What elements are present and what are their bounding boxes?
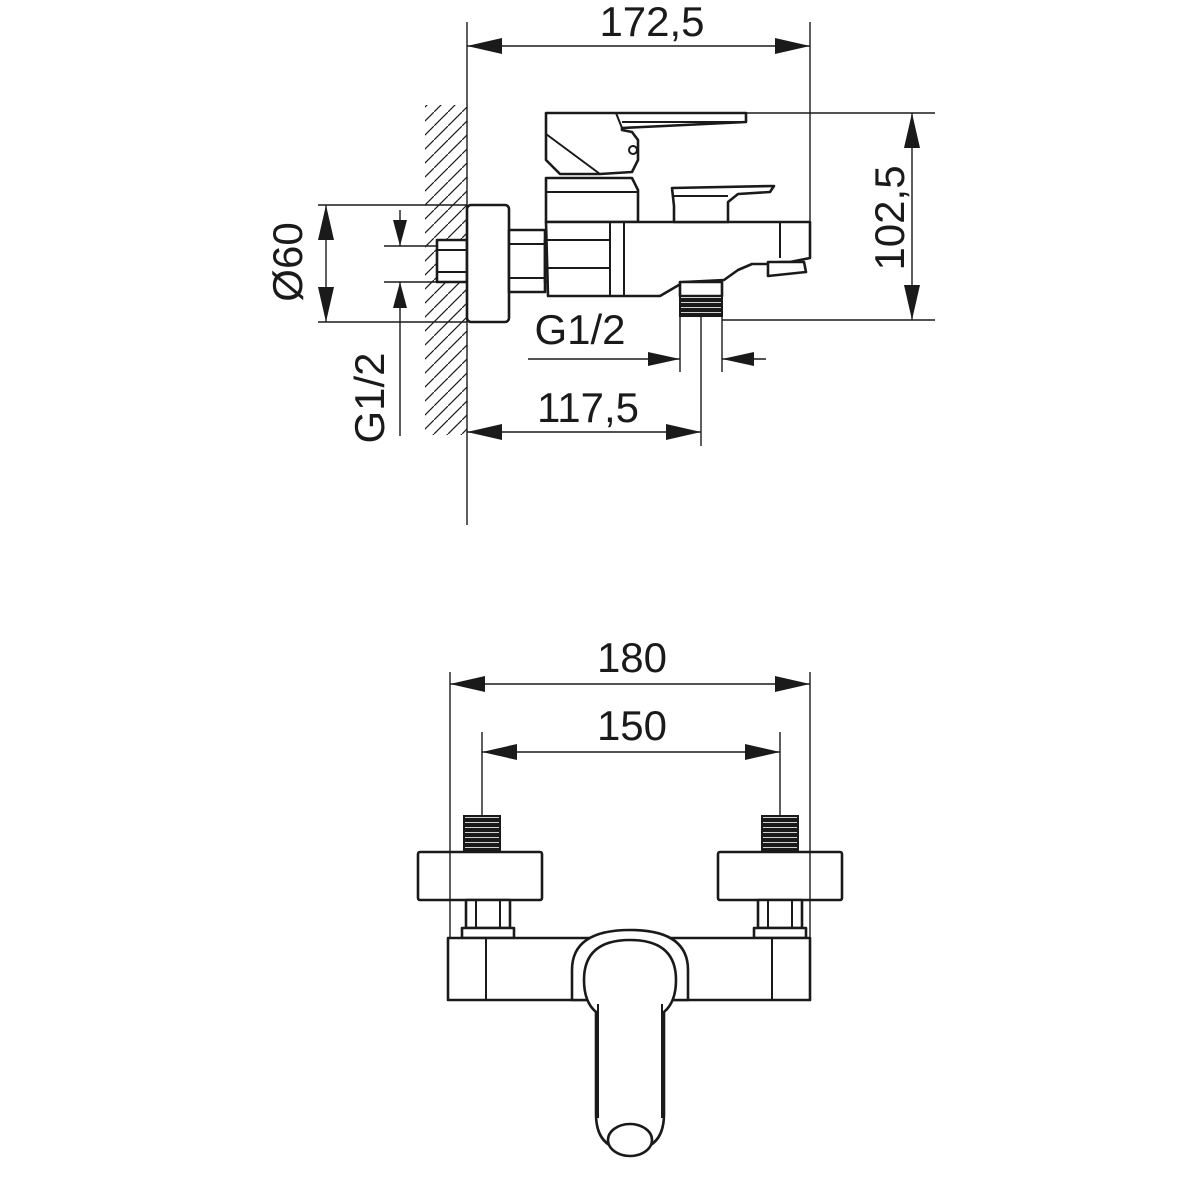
dim-outlet-thread: G1/2 — [528, 306, 766, 372]
dim-outlet-distance: 117,5 — [467, 316, 702, 446]
dim-height: 102,5 — [722, 112, 935, 321]
dim-height-label: 102,5 — [866, 165, 913, 270]
dim-flange-diameter-label: Ø60 — [264, 222, 311, 301]
left-inlet — [416, 815, 544, 940]
mixer-body — [544, 111, 812, 317]
front-lever-handle — [582, 938, 678, 1158]
dim-wall-inlet-thread: G1/2 — [346, 210, 437, 444]
dim-overall-depth: 172,5 — [467, 0, 811, 222]
right-inlet — [716, 815, 844, 940]
side-view: 172,5 102,5 Ø60 G1/2 — [264, 0, 935, 525]
wall-connector — [435, 238, 469, 284]
flange — [465, 203, 511, 324]
front-view: 180 150 — [416, 634, 844, 1158]
dim-flange-diameter: Ø60 — [264, 204, 467, 323]
dim-inlet-spacing: 150 — [481, 702, 781, 816]
dim-overall-depth-label: 172,5 — [599, 0, 704, 45]
dim-wall-inlet-thread-label: G1/2 — [346, 352, 393, 443]
dim-overall-width: 180 — [449, 634, 811, 938]
dim-inlet-spacing-label: 150 — [597, 702, 667, 749]
dim-outlet-thread-label: G1/2 — [534, 306, 625, 353]
dim-overall-width-label: 180 — [597, 634, 667, 681]
dim-outlet-distance-label: 117,5 — [537, 384, 639, 431]
